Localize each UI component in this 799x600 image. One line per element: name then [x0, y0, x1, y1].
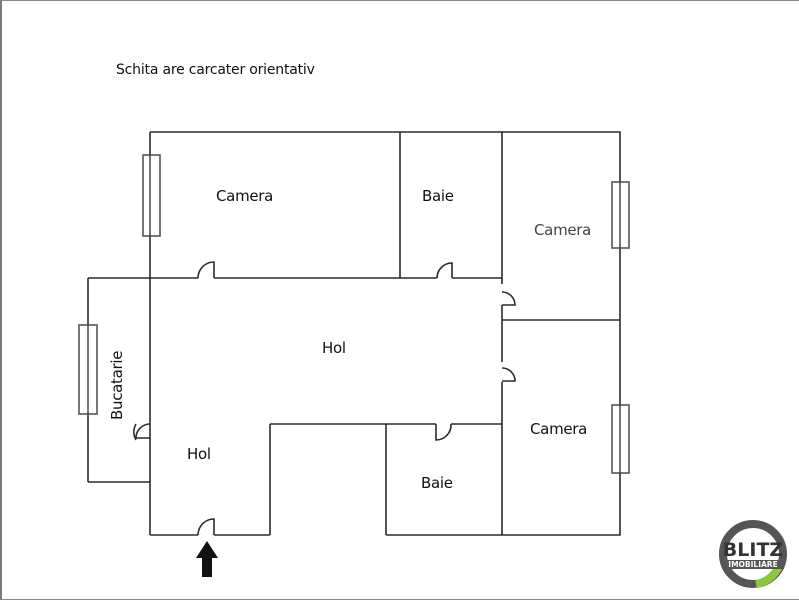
room-label-camera-top-right: Camera	[534, 221, 592, 239]
logo-title: BLITZ	[722, 539, 784, 561]
room-label-hol-entry: Hol	[187, 445, 211, 463]
room-label-baie-bottom: Baie	[421, 474, 453, 492]
door-bucatarie	[133, 423, 137, 441]
room-label-hol-main: Hol	[322, 339, 346, 357]
up-arrow-icon	[196, 541, 218, 577]
outer-wall-top-right	[150, 131, 621, 536]
blitz-logo: BLITZ IMOBILIARE	[718, 519, 788, 589]
door-camera	[197, 261, 215, 279]
logo-subtitle: IMOBILIARE	[722, 560, 784, 569]
room-label-camera-top-left: Camera	[216, 187, 274, 205]
door-entry	[197, 518, 215, 536]
door-camera-right-top	[501, 291, 516, 306]
window-camera-left	[142, 154, 161, 237]
door-camera-right-bottom	[501, 367, 516, 382]
room-label-baie-top: Baie	[422, 187, 454, 205]
room-label-camera-bottom-right: Camera	[530, 420, 588, 438]
room-label-bucatarie: Bucatarie	[108, 350, 126, 420]
disclaimer-note: Schita are carcater orientativ	[116, 62, 315, 78]
door-baie-top	[436, 262, 453, 279]
logo-ring-icon	[719, 520, 787, 588]
door-baie-bottom	[435, 423, 452, 441]
